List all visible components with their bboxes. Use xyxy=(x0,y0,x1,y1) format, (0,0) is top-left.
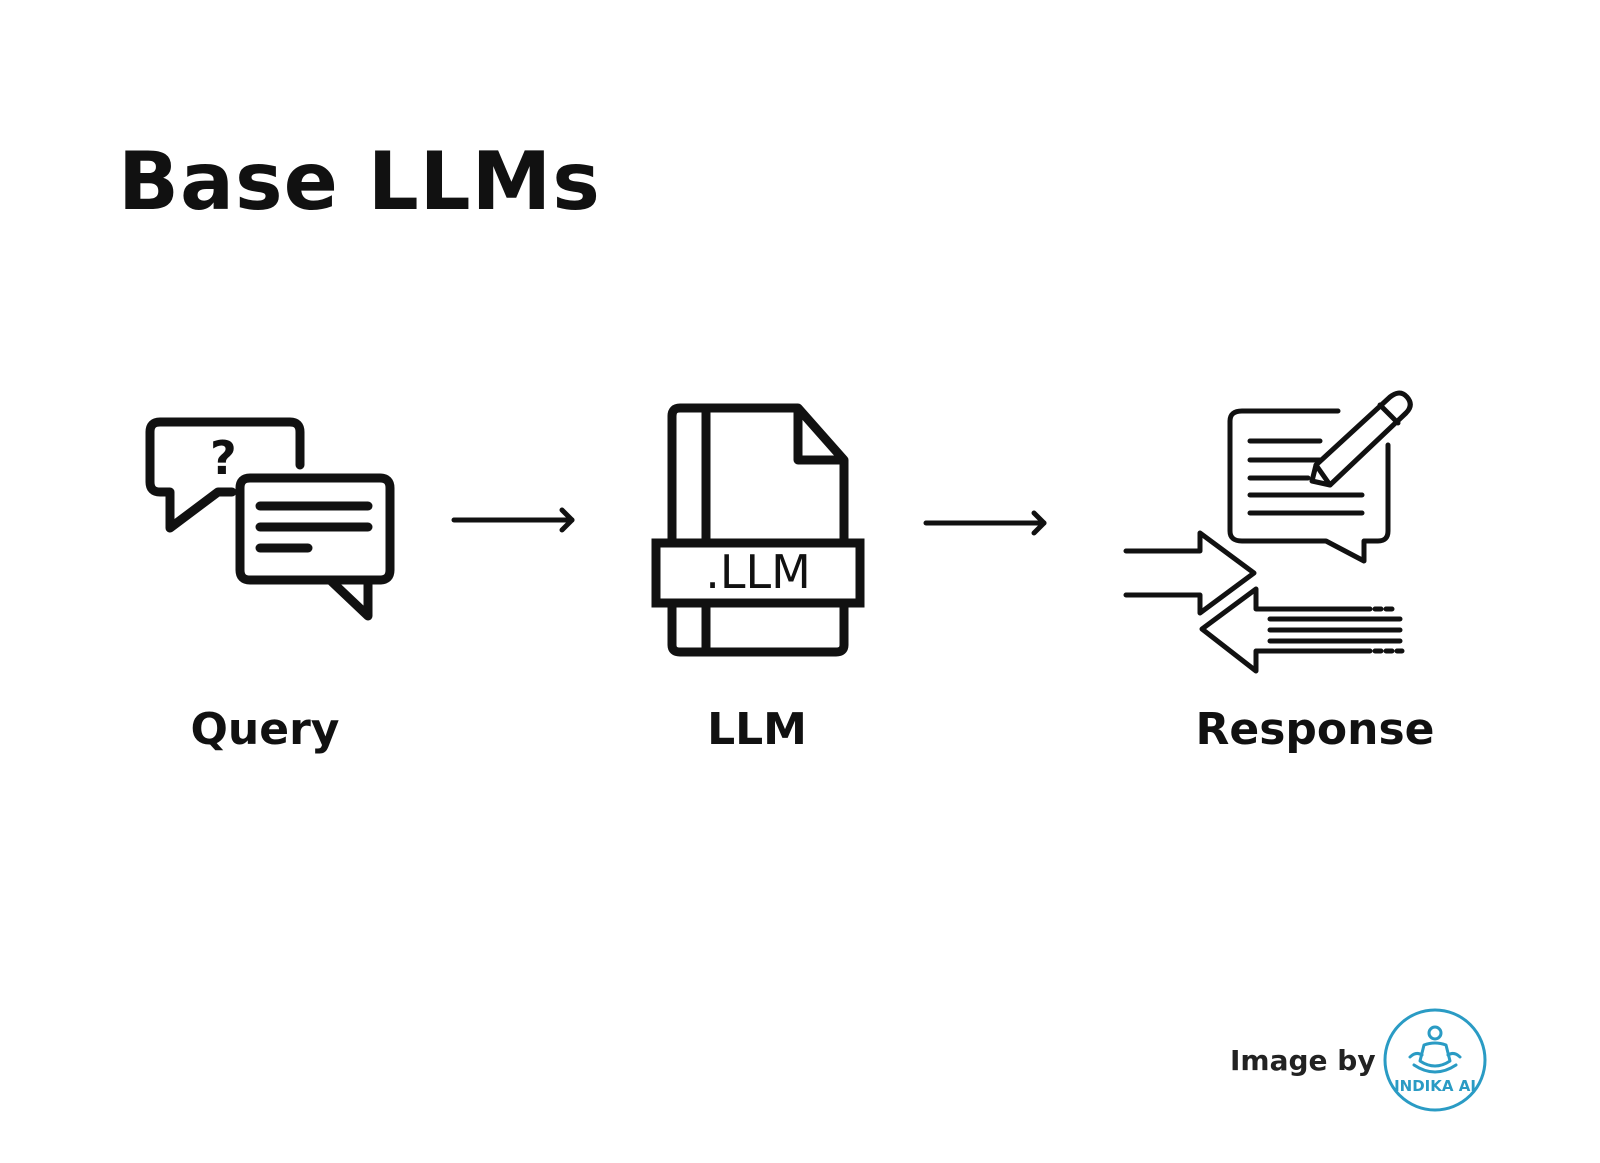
arrow-right-icon xyxy=(923,510,1047,536)
step-label-query: Query xyxy=(190,704,340,755)
indika-ai-logo: INDIKA AI xyxy=(1383,1008,1487,1112)
chat-bubbles-question-icon: ? xyxy=(145,417,395,621)
arrow-right-icon xyxy=(451,507,575,533)
response-message-icon xyxy=(1123,390,1413,674)
step-label-response: Response xyxy=(1195,704,1435,755)
llm-file-badge: .LLM xyxy=(705,545,811,599)
image-credit: Image by xyxy=(1230,1044,1376,1077)
svg-text:?: ? xyxy=(210,431,237,485)
page-title: Base LLMs xyxy=(118,135,601,228)
llm-file-icon: .LLM xyxy=(651,403,865,657)
svg-text:INDIKA AI: INDIKA AI xyxy=(1394,1077,1476,1095)
step-label-llm: LLM xyxy=(707,704,807,755)
